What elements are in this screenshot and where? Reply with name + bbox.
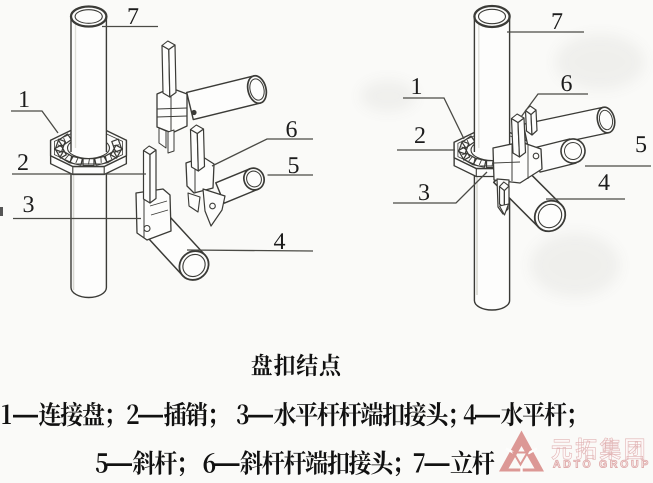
svg-text:ADTO GROUP: ADTO GROUP (553, 459, 651, 471)
svg-text:3: 3 (23, 192, 35, 218)
svg-text:1: 1 (18, 87, 30, 113)
svg-text:3: 3 (418, 180, 430, 206)
svg-text:6: 6 (286, 117, 298, 143)
svg-text:2: 2 (414, 123, 426, 149)
svg-text:6: 6 (561, 71, 573, 97)
svg-text:7: 7 (127, 4, 139, 30)
svg-text:1: 1 (411, 74, 423, 100)
svg-text:4: 4 (598, 170, 610, 196)
svg-text:4: 4 (274, 229, 286, 255)
svg-text:2: 2 (17, 150, 29, 176)
svg-text:5: 5 (635, 132, 647, 158)
svg-text:5: 5 (288, 153, 300, 179)
svg-text:7: 7 (551, 9, 563, 35)
